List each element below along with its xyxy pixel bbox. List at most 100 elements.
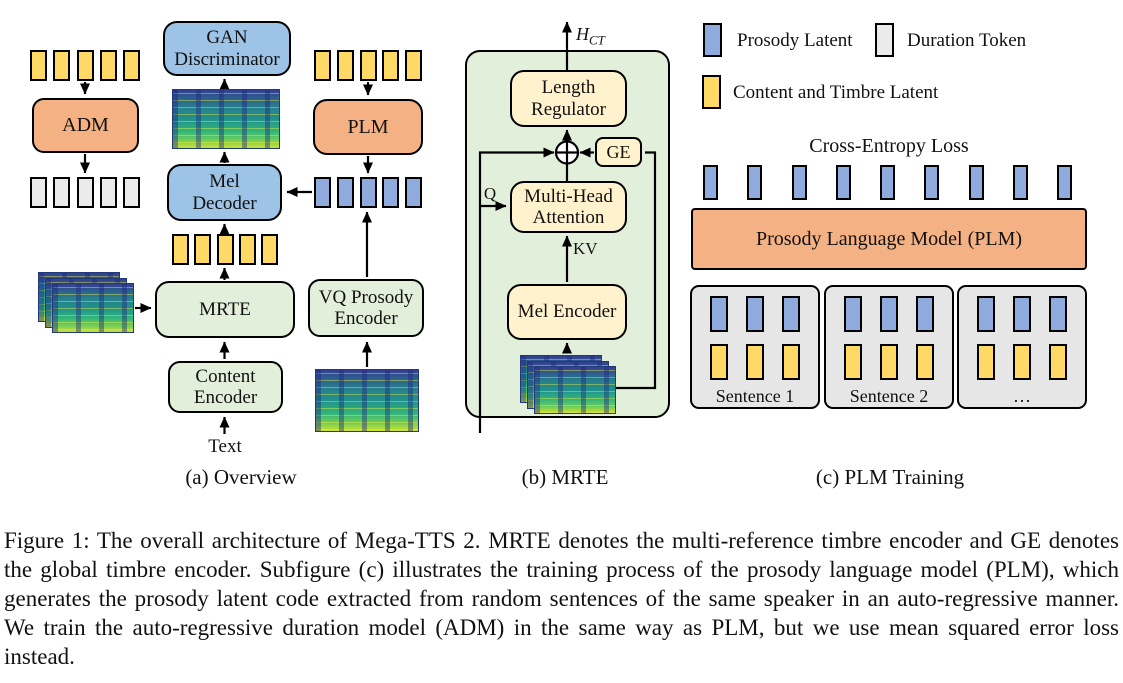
hct-main: H <box>576 24 589 44</box>
prosody-latent-token <box>747 165 763 200</box>
q-label: Q <box>483 184 497 203</box>
legend-swatch-duration <box>875 23 894 57</box>
content-timbre-token <box>76 50 94 81</box>
ge-label: GE <box>606 141 631 162</box>
sentence-2-box: Sentence 2 <box>824 285 954 409</box>
legend-label-prosody: Prosody Latent <box>737 30 853 51</box>
content-timbre-token <box>99 50 117 81</box>
content-encoder-box: Content Encoder <box>168 361 283 413</box>
mel-spectrogram-output <box>172 89 280 149</box>
content-timbre-token <box>216 234 234 265</box>
content-timbre-token <box>880 344 898 380</box>
prosody-latent-token <box>880 165 895 200</box>
content-timbre-token <box>261 234 278 265</box>
gan-discriminator-label: GAN Discriminator <box>174 27 280 70</box>
duration-token <box>53 177 71 208</box>
prosody-latent-token <box>880 296 898 332</box>
sentence-label: Sentence 2 <box>849 386 929 406</box>
mel-decoder-box: Mel Decoder <box>167 164 282 221</box>
duration-token <box>99 177 117 208</box>
content-timbre-token <box>1049 344 1067 380</box>
vq-prosody-encoder-label: VQ Prosody Encoder <box>318 286 414 329</box>
prosody-latent-token <box>835 165 851 200</box>
prosody-latent-token <box>703 165 718 200</box>
prosody-latent-token <box>791 165 807 200</box>
content-timbre-token <box>844 344 862 380</box>
multi-head-attention-label: Multi-Head Attention <box>524 185 613 228</box>
content-timbre-token <box>359 50 377 81</box>
token-row-ct-right <box>314 50 422 81</box>
prosody-mel-spectrogram <box>315 369 419 432</box>
content-timbre-token <box>382 50 400 81</box>
sentence-more-box: … <box>957 285 1087 409</box>
mel-encoder-label: Mel Encoder <box>517 301 617 323</box>
prosody-language-model-label: Prosody Language Model (PLM) <box>755 227 1023 250</box>
prosody-latent-token <box>977 296 995 332</box>
content-timbre-token <box>194 234 212 265</box>
content-encoder-label: Content Encoder <box>193 365 258 408</box>
gan-discriminator-box: GAN Discriminator <box>163 21 291 76</box>
vq-prosody-encoder-box: VQ Prosody Encoder <box>308 279 424 337</box>
sentence-prosody-row <box>826 296 952 332</box>
ge-box: GE <box>595 137 642 167</box>
sentence-label: Sentence 1 <box>715 386 795 406</box>
prosody-latent-token <box>405 177 422 208</box>
kv-label: KV <box>573 239 598 258</box>
mel-spectrogram <box>52 283 134 333</box>
duration-token <box>123 177 140 208</box>
content-timbre-token <box>172 234 189 265</box>
add-node-icon <box>554 140 580 165</box>
content-timbre-token <box>123 50 140 81</box>
plm-label: PLM <box>347 115 389 138</box>
subcaption-c: (c) PLM Training <box>815 465 965 489</box>
content-timbre-token <box>1013 344 1031 380</box>
mel-decoder-label: Mel Decoder <box>192 171 257 214</box>
arrow-skip-to-sum <box>478 147 555 433</box>
length-regulator-label: Length Regulator <box>531 77 606 120</box>
sentence-label: … <box>1013 386 1031 406</box>
prosody-latent-token <box>1012 165 1028 200</box>
prosody-language-model-box: Prosody Language Model (PLM) <box>691 208 1087 270</box>
token-row-plm-output <box>703 165 1072 200</box>
content-timbre-token <box>916 344 934 380</box>
duration-token <box>76 177 94 208</box>
adm-label: ADM <box>62 114 109 137</box>
content-timbre-token <box>336 50 354 81</box>
plm-box: PLM <box>313 99 423 155</box>
adm-box: ADM <box>32 98 139 153</box>
sentence-1-box: Sentence 1 <box>690 285 820 409</box>
prosody-latent-token <box>746 296 764 332</box>
content-timbre-token <box>405 50 422 81</box>
hct-output-label: HCT <box>576 24 636 49</box>
figure-caption: Figure 1: The overall architecture of Me… <box>4 528 1119 669</box>
multi-head-attention-box: Multi-Head Attention <box>510 181 627 233</box>
text-input-label: Text <box>208 436 242 457</box>
sentence-content-row <box>826 344 952 380</box>
sentence-content-row <box>692 344 818 380</box>
subcaption-a: (a) Overview <box>185 465 297 489</box>
content-timbre-token <box>746 344 764 380</box>
content-timbre-token <box>238 234 256 265</box>
subcaption-b: (b) MRTE <box>521 465 609 489</box>
prosody-latent-token <box>968 165 984 200</box>
content-timbre-token <box>53 50 71 81</box>
token-row-duration <box>30 177 140 208</box>
content-timbre-token <box>314 50 331 81</box>
legend-swatch-content-timbre <box>702 75 721 109</box>
prosody-latent-token <box>924 165 940 200</box>
prosody-latent-token <box>336 177 354 208</box>
prosody-latent-token <box>844 296 862 332</box>
mrte-label: MRTE <box>199 298 251 320</box>
reference-mel-stack <box>38 272 136 335</box>
prosody-latent-token <box>1013 296 1031 332</box>
content-timbre-token <box>977 344 995 380</box>
mrte-box: MRTE <box>155 281 295 338</box>
line-spec-to-ge <box>614 151 657 390</box>
sentence-prosody-row <box>692 296 818 332</box>
sentence-prosody-row <box>959 296 1085 332</box>
token-row-ct-center <box>172 234 278 265</box>
mrte-mel-stack <box>520 355 618 416</box>
mel-spectrogram <box>534 366 616 414</box>
